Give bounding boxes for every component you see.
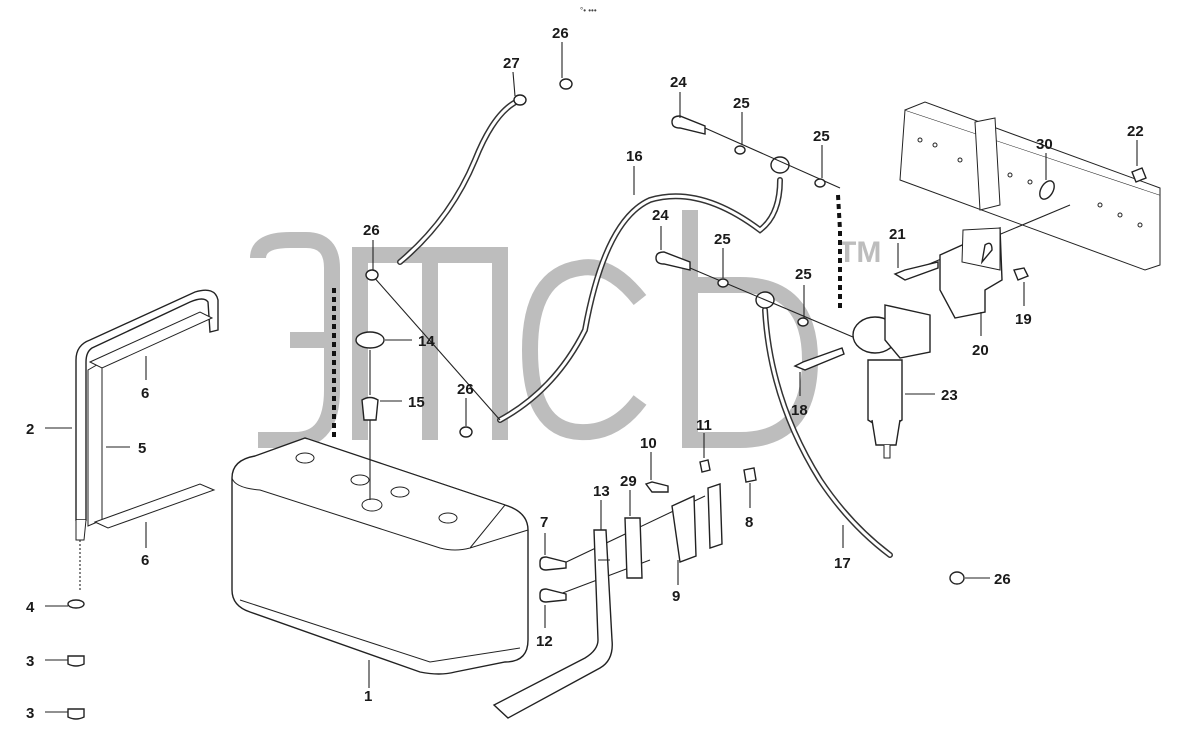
- label-5: 5: [138, 440, 146, 457]
- label-6-top: 6: [141, 385, 149, 402]
- plate-9: [671, 494, 697, 563]
- pad-6-top: [88, 311, 214, 369]
- label-17: 17: [834, 555, 851, 572]
- label-15: 15: [408, 394, 425, 411]
- bolt-18: [793, 347, 845, 371]
- label-26-d: 26: [994, 571, 1011, 588]
- dash-line-2: [836, 194, 842, 310]
- nut-22: [1131, 167, 1147, 183]
- header-mark: °• •••: [580, 6, 597, 15]
- tank-strap: [75, 289, 219, 592]
- part-labels: 1 2 3 3 4 5 6 6 7 8 9 10 11 12 13 14 15 …: [26, 25, 1144, 722]
- filler-cap-14: [355, 331, 385, 349]
- label-20: 20: [972, 342, 989, 359]
- label-6-bottom: 6: [141, 552, 149, 569]
- label-3-b: 3: [26, 705, 34, 722]
- label-16: 16: [626, 148, 643, 165]
- label-4: 4: [26, 599, 35, 616]
- bolt-7: [539, 556, 567, 571]
- label-9: 9: [672, 588, 680, 605]
- strainer-15: [361, 396, 379, 421]
- label-27: 27: [503, 55, 520, 72]
- label-24-a: 24: [670, 74, 687, 91]
- label-26-c: 26: [457, 381, 474, 398]
- label-23: 23: [941, 387, 958, 404]
- washer-11: [699, 459, 711, 473]
- label-8: 8: [745, 514, 753, 531]
- label-1: 1: [364, 688, 372, 705]
- bolt-24-upper: [671, 115, 706, 135]
- label-19: 19: [1015, 311, 1032, 328]
- label-13: 13: [593, 483, 610, 500]
- label-26-a: 26: [552, 25, 569, 42]
- label-29: 29: [620, 473, 637, 490]
- nut-3-a: [67, 655, 85, 667]
- hoses: [397, 94, 893, 558]
- bolt-21: [893, 261, 939, 281]
- bolt-24-lower: [655, 251, 691, 271]
- label-24-b: 24: [652, 207, 669, 224]
- fuel-tank: [231, 437, 529, 675]
- label-11: 11: [696, 417, 712, 434]
- label-25-d: 25: [795, 266, 812, 283]
- washer-4: [67, 599, 85, 609]
- label-7: 7: [540, 514, 548, 531]
- nut-8: [743, 467, 757, 483]
- watermark: TM: [250, 210, 881, 448]
- bolt-12: [539, 588, 567, 603]
- pad-6-bottom: [93, 483, 216, 529]
- label-21: 21: [889, 226, 906, 243]
- watermark-tm: TM: [838, 236, 881, 269]
- label-14: 14: [418, 333, 435, 350]
- label-12: 12: [536, 633, 553, 650]
- label-25-c: 25: [714, 231, 731, 248]
- pad-5: [87, 361, 103, 527]
- label-25-b: 25: [813, 128, 830, 145]
- label-22: 22: [1127, 123, 1144, 140]
- nut-3-b: [67, 708, 85, 720]
- label-25-a: 25: [733, 95, 750, 112]
- fuel-filter: [852, 226, 1003, 459]
- label-2: 2: [26, 421, 34, 438]
- plate-29: [624, 517, 643, 579]
- label-30: 30: [1036, 136, 1053, 153]
- label-3-a: 3: [26, 653, 34, 670]
- bracket-13: [492, 529, 613, 719]
- label-26-b: 26: [363, 222, 380, 239]
- bolt-10: [644, 481, 669, 493]
- nut-19: [1013, 267, 1029, 281]
- leader-lines: [45, 42, 1138, 713]
- frame-rail: [899, 101, 1161, 271]
- label-18: 18: [791, 402, 808, 419]
- label-10: 10: [640, 435, 657, 452]
